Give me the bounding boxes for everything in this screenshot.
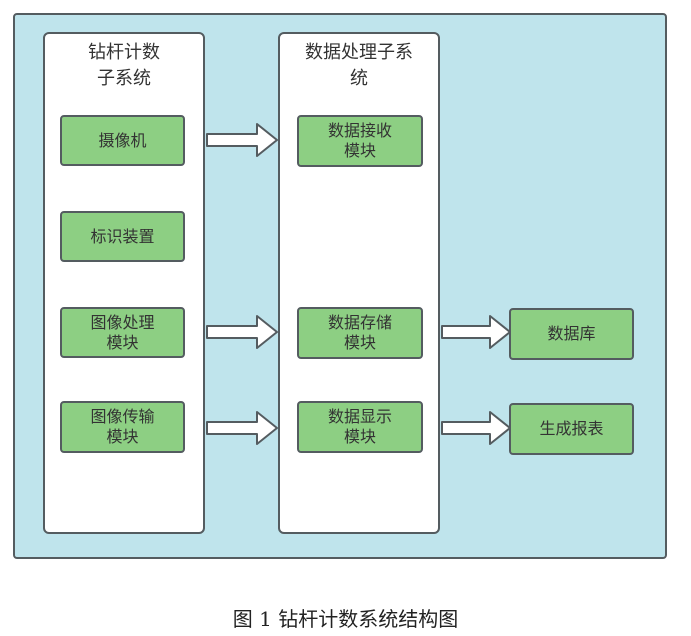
arrow-transfer-to-display [206, 411, 278, 445]
data-receive-module: 数据接收 模块 [297, 115, 423, 167]
arrow-camera-to-receive [206, 123, 278, 157]
camera-module: 摄像机 [60, 115, 185, 166]
image-processing-module: 图像处理 模块 [60, 307, 185, 358]
data-processing-subsystem: 数据处理子系 统 [278, 32, 440, 534]
database-module: 数据库 [509, 308, 634, 360]
marker-device-module: 标识装置 [60, 211, 185, 262]
arrow-processing-to-storage [206, 315, 278, 349]
figure-caption: 图 1 钻杆计数系统结构图 [232, 607, 459, 631]
data-storage-module: 数据存储 模块 [297, 307, 423, 359]
report-module: 生成报表 [509, 403, 634, 455]
image-transfer-module: 图像传输 模块 [60, 401, 185, 453]
arrow-display-to-report [441, 411, 511, 445]
data-display-module: 数据显示 模块 [297, 401, 423, 453]
data-subsystem-title: 数据处理子系 统 [305, 42, 413, 89]
arrow-storage-to-database [441, 315, 511, 349]
drill-counting-subsystem: 钻杆计数 子系统 [43, 32, 205, 534]
drill-subsystem-title: 钻杆计数 子系统 [88, 42, 160, 89]
